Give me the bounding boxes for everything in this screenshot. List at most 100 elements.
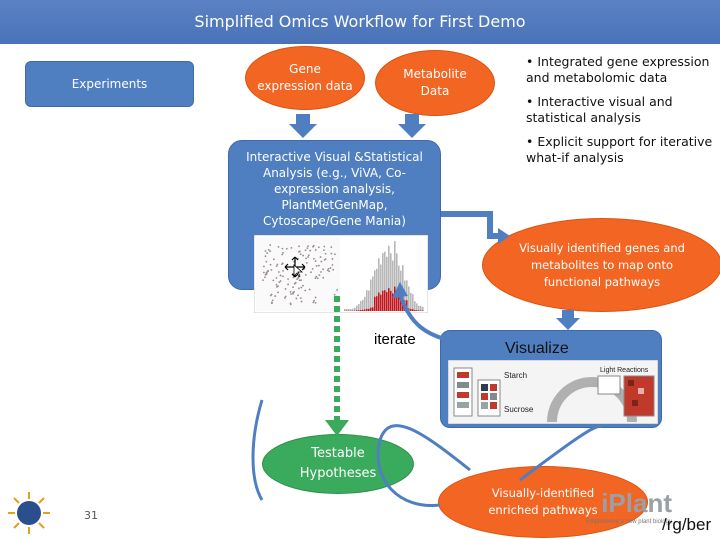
scatter-point [299,297,302,300]
histogram-bar [408,286,410,311]
scatter-point [300,279,302,282]
scatter-point [306,247,309,250]
histogram-bar [358,304,360,311]
histogram-bar [354,307,356,311]
scatter-point [317,246,320,249]
scatter-point [293,290,295,293]
scatter-point [289,290,292,293]
move-cursor-icon [284,256,306,278]
histogram-bar [350,309,352,311]
histogram-bar-highlight [420,310,422,311]
scatter-point [298,279,301,282]
scatter-point [271,299,274,302]
scatter-point [329,267,332,269]
iterate-arrow [398,294,479,347]
scatter-point [282,269,284,272]
scatter-point [292,292,294,295]
scatter-point [263,265,265,268]
connector-analysis-to-genes [441,211,500,239]
histogram-bar-highlight [388,288,390,311]
gene-expression-label: Gene expression data [257,62,353,93]
experiments-box: Experiments [25,61,194,107]
scatter-point [307,256,309,258]
scatter-point [297,294,299,297]
scatter-point [284,296,286,299]
scatter-point [307,245,309,248]
scatter-point [269,250,272,253]
scatter-point [295,297,298,300]
metabolite-label: Metabolite Data [403,67,467,98]
scatter-point [272,258,275,261]
scatter-point [328,270,331,273]
histogram-bar-highlight [384,290,386,311]
iplant-text: iPlant [601,488,672,518]
page-title: Simplified Omics Workflow for First Demo [0,0,720,44]
scatter-point [262,279,264,282]
scatter-point [277,246,280,248]
histogram-bar [386,256,388,311]
scatter-point [314,296,317,299]
histogram-bar-highlight [392,293,394,311]
scatter-point [275,265,278,268]
scatter-point [270,301,273,304]
histogram-bar-highlight [358,310,360,311]
scatter-point [314,249,317,251]
histogram-bar [364,296,366,311]
histogram-bar [422,307,424,311]
histogram-bar [344,309,346,311]
bullet-item: • Interactive visual and statistical ana… [526,94,673,125]
scatter-point [319,256,322,258]
histogram-bar-highlight [410,309,412,311]
iplant-tagline: Empowering a new plant biology [585,519,672,525]
histogram-bar-highlight [356,310,358,311]
scatter-point [320,260,323,263]
scatter-point [292,286,294,289]
histogram-bar [370,279,372,311]
scatter-point [270,268,273,271]
iplant-logo: iPlant Empowering a new plant biology [580,488,672,536]
scatter-point [281,247,284,250]
scatter-point [302,284,304,287]
histogram-bar [390,253,392,311]
scatter-point [299,253,302,256]
histogram-bar [352,308,354,311]
scatter-point [315,275,318,278]
histogram-bar-highlight [412,309,414,311]
scatter-point [323,245,326,248]
scatter-point [312,245,314,248]
histogram-bar [372,276,374,311]
scatter-point [310,271,312,274]
histogram-bar [384,251,386,311]
scatter-point [304,289,307,292]
histogram-bar-highlight [406,300,408,311]
scatter-point [300,286,303,289]
scatter-point [290,246,293,249]
scatter-point [332,268,335,271]
histogram-bar [380,264,382,311]
bullet-item: • Integrated gene expression and metabol… [526,54,710,85]
histogram-bar-highlight [416,310,418,311]
scatter-point [322,276,325,279]
bullet-item: • Explicit support for iterative what-if… [526,134,713,165]
histogram-bar-highlight [396,290,398,311]
arrow-down-genes [556,310,580,330]
scatter-point [269,294,272,297]
histogram-bar-highlight [414,309,416,311]
scatter-point [314,277,317,280]
histogram-bar [418,305,420,311]
scatter-point [275,285,278,288]
scatter-point [264,250,267,252]
scatter-point [326,269,329,272]
scatter-point [318,274,321,277]
testable-hypotheses-label: Testable Hypotheses [299,446,377,481]
histogram-bar-highlight [418,310,420,311]
histogram-bar-highlight [378,292,380,311]
experiments-label: Experiments [71,77,148,91]
scatter-point [269,244,272,246]
scatter-point [308,288,311,291]
scatter-point [296,278,299,281]
pathway-label: Light Reactions [600,367,649,374]
histogram-bar [346,309,348,311]
scatter-point [289,302,292,305]
